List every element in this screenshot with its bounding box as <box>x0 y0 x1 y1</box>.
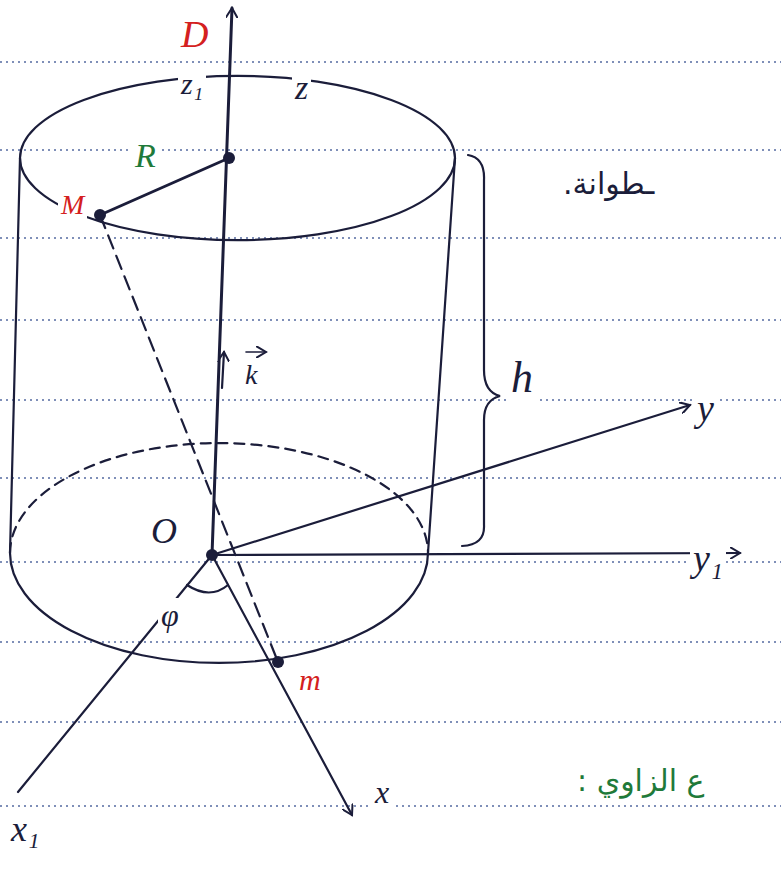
axis-label: x₁ <box>8 810 43 848</box>
unit-vector <box>222 352 224 388</box>
bottom-rim-back <box>10 443 428 553</box>
axis-label: z₁ <box>178 68 206 100</box>
page-text: ع الزاوي : <box>574 765 707 797</box>
angle-arc <box>187 585 228 593</box>
y-axis <box>212 405 690 555</box>
point <box>206 549 218 561</box>
x-axis <box>212 555 352 815</box>
vector-arrow-sign <box>246 351 266 353</box>
point-label: m <box>296 664 324 696</box>
page-text: ـطوانة. <box>560 168 657 200</box>
axis-label: z <box>292 70 311 106</box>
radius-line <box>100 158 229 215</box>
point <box>94 209 106 221</box>
point <box>223 152 235 164</box>
point-label: M <box>58 190 87 220</box>
axis-name: D <box>178 14 211 54</box>
origin-label: O <box>148 512 180 550</box>
x1-axis <box>18 555 212 792</box>
top-rim-front <box>20 158 455 240</box>
point <box>272 656 284 668</box>
cylinder-side <box>10 158 20 553</box>
height-label: h <box>508 355 536 401</box>
z-axis <box>212 8 232 555</box>
y1-axis <box>212 553 740 555</box>
generatrix-dashed <box>100 215 278 662</box>
axis-label: y <box>694 388 717 428</box>
height-brace <box>462 155 500 546</box>
axis-label: x <box>372 775 392 809</box>
axis-label: y₁ <box>690 538 726 578</box>
angle-label: φ <box>158 598 182 632</box>
vector-label: k <box>242 360 260 390</box>
radius-label: R <box>132 138 159 174</box>
notebook-rules <box>0 62 781 806</box>
top-rim-back <box>20 76 455 158</box>
cylinder-side <box>428 158 455 553</box>
